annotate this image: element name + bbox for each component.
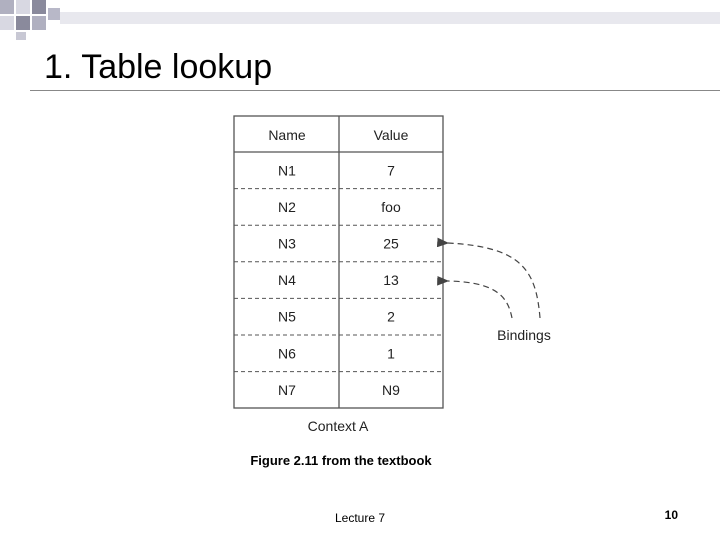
header-value: Value xyxy=(374,127,409,143)
header-name: Name xyxy=(268,127,306,143)
row-value-cell: foo xyxy=(381,199,401,215)
binding-arrow-n4 xyxy=(437,275,513,319)
header-decoration xyxy=(0,0,720,40)
row-name-cell: N1 xyxy=(278,162,296,178)
slide-title: 1. Table lookup xyxy=(44,48,273,86)
bindings-label: Bindings xyxy=(497,327,551,343)
row-value-cell: 7 xyxy=(387,162,395,178)
page-number: 10 xyxy=(664,508,678,522)
row-value-cell: 1 xyxy=(387,345,395,361)
deco-square xyxy=(0,0,14,14)
row-value-cell: 13 xyxy=(383,272,399,288)
row-value-cell: 25 xyxy=(383,236,399,252)
row-name-cell: N7 xyxy=(278,382,296,398)
deco-square xyxy=(16,32,26,40)
deco-square xyxy=(16,0,30,14)
footer-text: Lecture 7 xyxy=(334,511,386,525)
header-band xyxy=(60,12,720,24)
row-name-cell: N6 xyxy=(278,345,296,361)
row-value-cell: N9 xyxy=(382,382,400,398)
row-name-cell: N2 xyxy=(278,199,296,215)
deco-square xyxy=(48,8,60,20)
deco-square xyxy=(32,0,46,14)
row-value-cell: 2 xyxy=(387,309,395,325)
deco-square xyxy=(16,16,30,30)
context-label: Context A xyxy=(308,418,369,434)
row-name-cell: N5 xyxy=(278,309,296,325)
title-divider xyxy=(30,90,720,91)
deco-square xyxy=(32,16,46,30)
figure-caption: Figure 2.11 from the textbook xyxy=(250,453,432,468)
row-name-cell: N3 xyxy=(278,236,296,252)
binding-arrow-n3 xyxy=(436,237,541,319)
row-name-cell: N4 xyxy=(278,272,296,288)
deco-square xyxy=(0,16,14,30)
